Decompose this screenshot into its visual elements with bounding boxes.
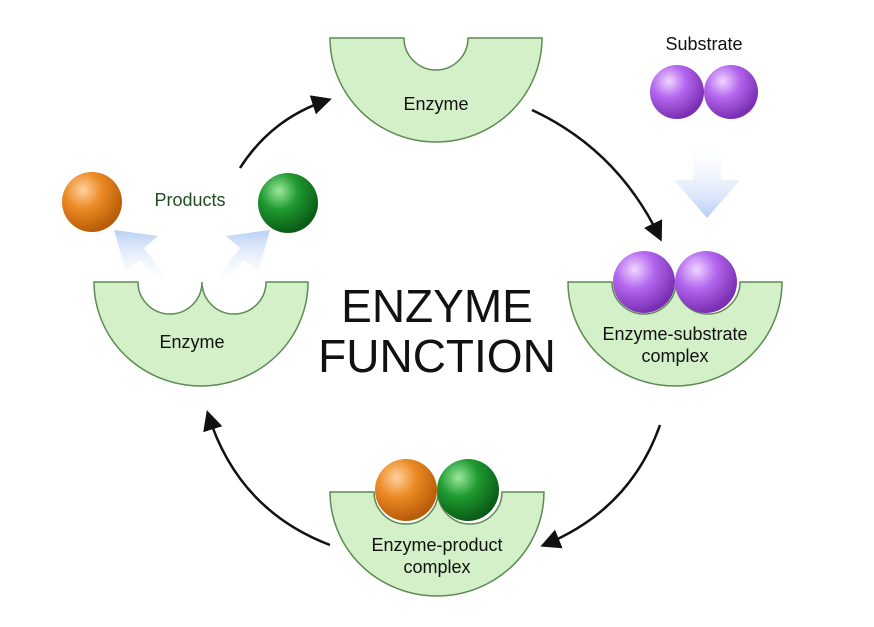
title-group: ENZYME FUNCTION — [318, 280, 556, 382]
product-flow-arrow-right — [218, 230, 270, 288]
substrate-molecule-right — [704, 65, 758, 119]
substrate-flow-arrow — [674, 140, 740, 218]
product-green — [258, 173, 318, 233]
arrow-products-to-enzyme-top — [238, 95, 332, 169]
title-line1: ENZYME — [341, 280, 533, 332]
substrate-molecule-left — [650, 65, 704, 119]
ep-complex-shape — [329, 491, 545, 597]
enzyme-top-label: Enzyme — [403, 94, 468, 114]
ep-product-green — [437, 459, 499, 521]
enzyme-substrate-complex: Enzyme-substrate complex — [567, 251, 783, 387]
es-substrate-left — [613, 251, 675, 313]
substrate-group: Substrate — [650, 34, 758, 218]
products-group: Products — [62, 172, 318, 288]
enzyme-left-shape — [93, 281, 309, 387]
product-flow-arrow-left — [114, 230, 166, 288]
products-label: Products — [154, 190, 225, 210]
ep-complex-label-line1: Enzyme-product — [371, 535, 502, 555]
product-orange — [62, 172, 122, 232]
es-substrate-right — [675, 251, 737, 313]
title-line2: FUNCTION — [318, 330, 556, 382]
enzyme-top-shape — [329, 37, 543, 143]
enzyme-top: Enzyme — [329, 37, 543, 143]
arrow-enzyme-to-substrate-complex — [531, 108, 663, 242]
arrow-substrate-complex-to-product-complex — [540, 424, 662, 549]
ep-product-orange — [375, 459, 437, 521]
substrate-label: Substrate — [665, 34, 742, 54]
enzyme-product-complex: Enzyme-product complex — [329, 459, 545, 597]
cycle-arrows — [203, 95, 663, 549]
enzyme-left: Enzyme — [93, 281, 309, 387]
arrow-product-complex-to-enzyme-left — [203, 410, 331, 547]
es-complex-shape — [567, 281, 783, 387]
es-complex-label-line1: Enzyme-substrate — [602, 324, 747, 344]
ep-complex-label-line2: complex — [403, 557, 470, 577]
es-complex-label-line2: complex — [641, 346, 708, 366]
enzyme-left-label: Enzyme — [159, 332, 224, 352]
